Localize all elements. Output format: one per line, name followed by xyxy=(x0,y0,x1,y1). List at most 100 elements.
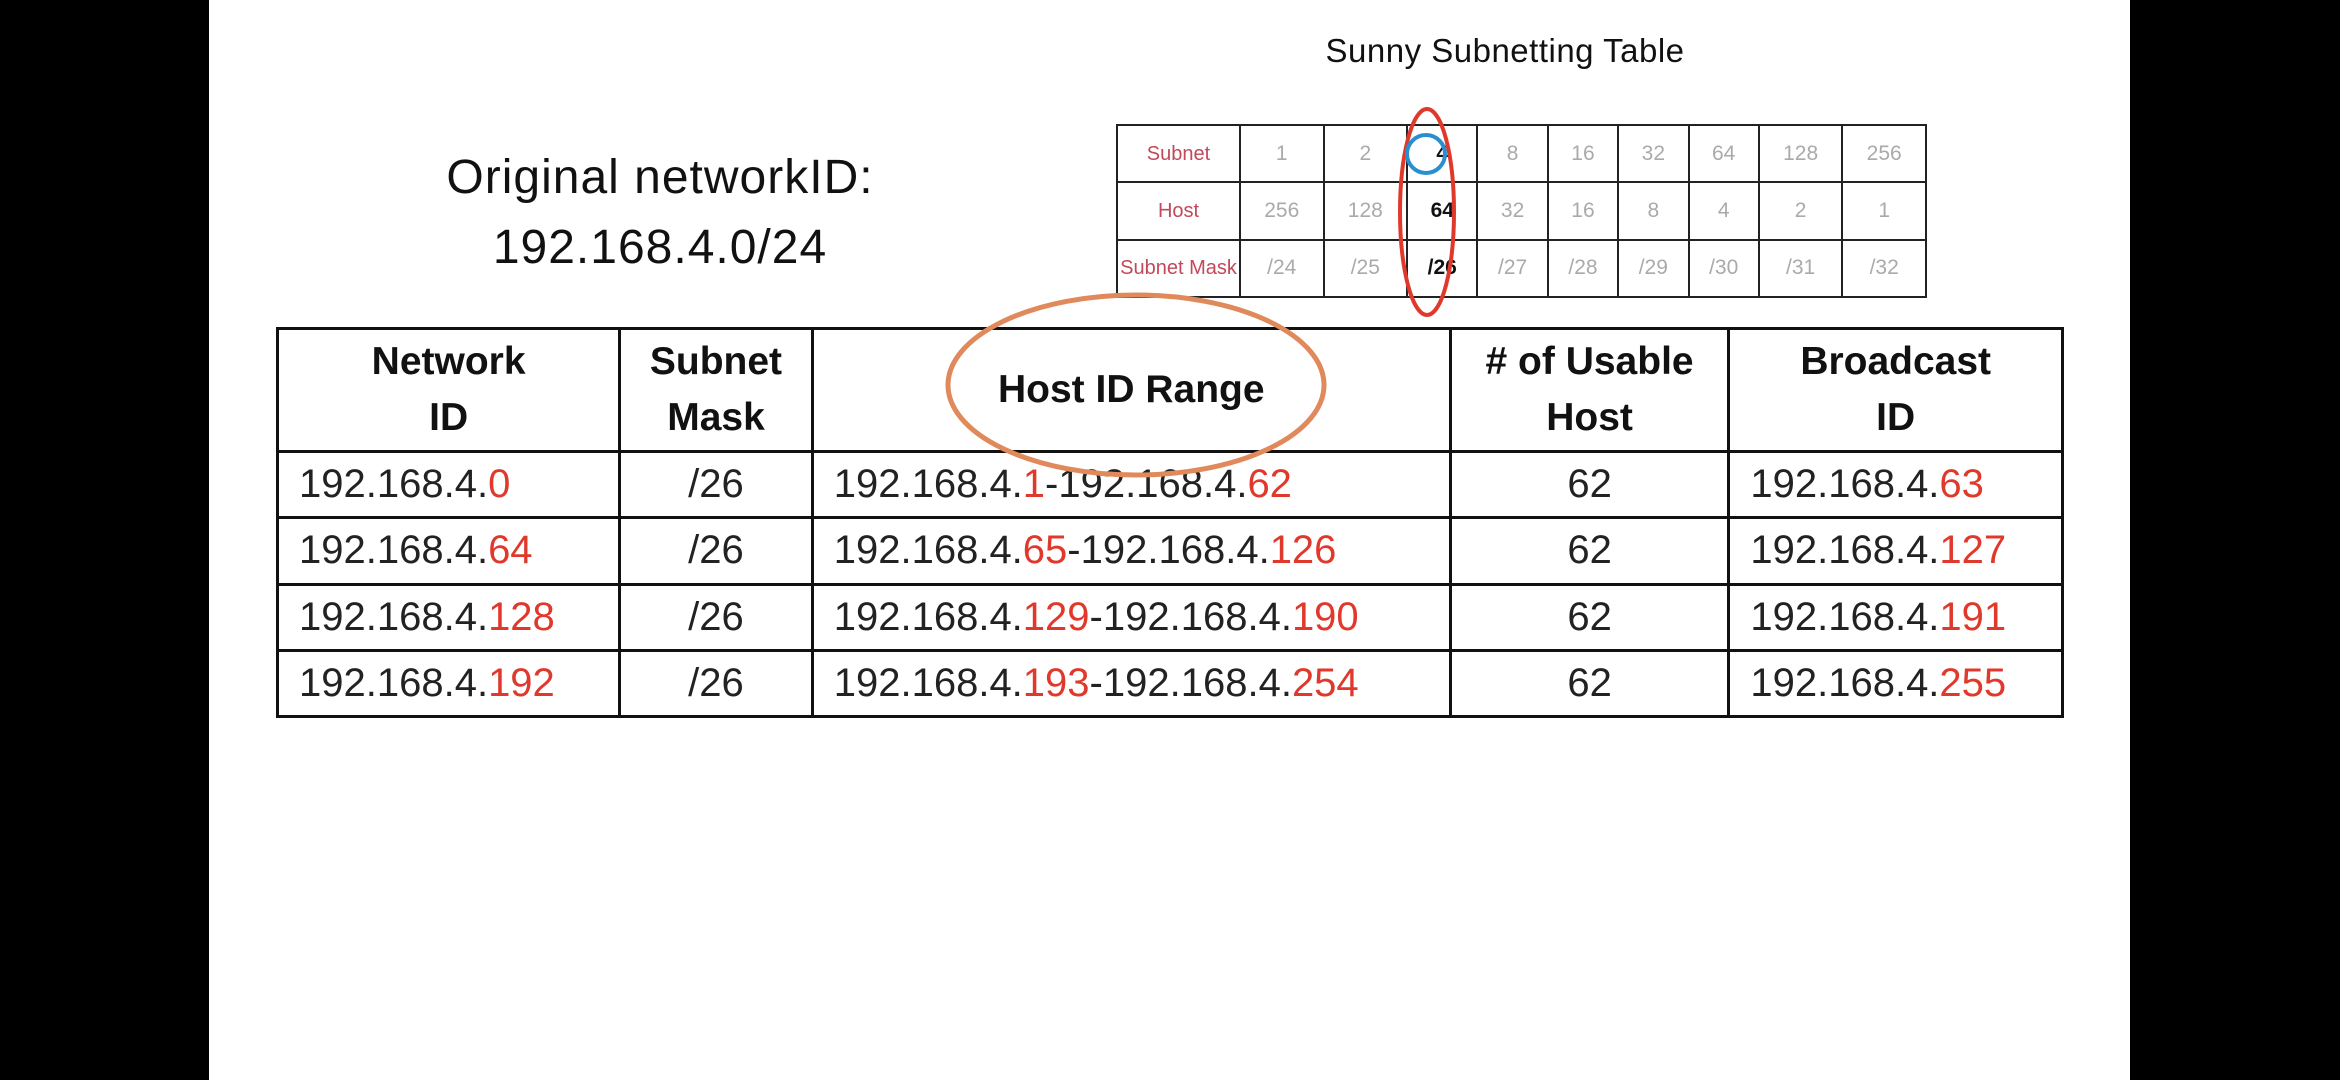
column-header-text: Broadcast xyxy=(1800,340,1992,383)
broadcast-part: 255 xyxy=(1939,660,2007,705)
broadcast-part: 63 xyxy=(1939,462,1984,507)
usable-hosts-cell: 62 xyxy=(1448,648,1731,719)
usable-hosts-cell: 62 xyxy=(1448,516,1731,586)
range-part: 193 xyxy=(1022,660,1090,705)
sunny-cell: 256 xyxy=(1239,181,1325,241)
broadcast-part: 192.168.4. xyxy=(1750,594,1940,639)
original-network-value: 192.168.4.0/24 xyxy=(492,221,828,274)
sunny-cell: 8 xyxy=(1617,181,1690,241)
usable-hosts-cell: 62 xyxy=(1448,449,1731,520)
sunny-cell: 32 xyxy=(1476,181,1549,241)
host-range-cell: 192.168.4.193-192.168.4.254 xyxy=(810,648,1452,719)
range-part: -192.168.4. xyxy=(1089,660,1292,705)
range-part: -192.168.4. xyxy=(1067,528,1270,573)
sunny-cell: 128 xyxy=(1322,181,1409,241)
range-part: 190 xyxy=(1291,594,1359,639)
range-part: 192.168.4. xyxy=(833,660,1023,705)
sunny-cell: 256 xyxy=(1841,123,1927,184)
sunny-table-title: Sunny Subnetting Table xyxy=(1325,32,1685,69)
subnet-mask-cell: /26 xyxy=(618,648,814,719)
broadcast-id-cell: 192.168.4.191 xyxy=(1727,582,2064,652)
range-part: 1 xyxy=(1022,462,1046,507)
broadcast-part: 192.168.4. xyxy=(1750,660,1940,705)
network-part: 192.168.4. xyxy=(299,594,489,639)
column-header-text: Network xyxy=(371,340,526,383)
host-range-cell: 192.168.4.129-192.168.4.190 xyxy=(810,582,1452,652)
network-id-cell: 192.168.4.192 xyxy=(275,648,622,719)
sunny-cell: 1 xyxy=(1239,123,1325,184)
network-id-cell: 192.168.4.128 xyxy=(275,582,622,652)
sunny-cell: 128 xyxy=(1757,123,1844,184)
sunny-cell: 32 xyxy=(1617,123,1690,184)
sunny-cell: 2 xyxy=(1322,123,1409,184)
network-part: 192 xyxy=(488,660,555,705)
network-part: 192.168.4. xyxy=(299,660,489,705)
network-part: 0 xyxy=(488,462,511,507)
sunny-cell: 8 xyxy=(1476,123,1549,184)
network-part: 64 xyxy=(488,528,533,573)
network-id-cell: 192.168.4.64 xyxy=(275,516,622,586)
subnet-mask-cell: /26 xyxy=(618,516,814,586)
sunny-cell: /31 xyxy=(1757,238,1844,299)
sunny-cell: /28 xyxy=(1546,238,1620,299)
range-part: 192.168.4. xyxy=(833,462,1023,507)
column-header-text: Host xyxy=(1546,396,1633,439)
host-range-cell: 192.168.4.1-192.168.4.62 xyxy=(810,449,1452,520)
column-header-text: Host ID Range xyxy=(998,368,1265,411)
usable-hosts-cell: 62 xyxy=(1448,582,1731,652)
sunny-row-label: Subnet xyxy=(1116,123,1241,184)
range-part: 62 xyxy=(1247,462,1292,507)
network-part: 192.168.4. xyxy=(299,528,489,573)
sunny-cell: /32 xyxy=(1841,238,1927,299)
sunny-cell: /26 xyxy=(1406,238,1479,299)
column-header: Host ID Range xyxy=(810,327,1452,453)
column-header-text: ID xyxy=(1876,396,1916,439)
subnet-mask-cell: /26 xyxy=(618,449,814,520)
sunny-cell: /25 xyxy=(1322,238,1409,299)
sunny-cell: /27 xyxy=(1476,238,1549,299)
sunny-row: Subnet Mask/24/25/26/27/28/29/30/31/32 xyxy=(1116,238,1927,299)
broadcast-part: 191 xyxy=(1939,594,2007,639)
range-part: 192.168.4. xyxy=(833,528,1023,573)
sunny-cell: /29 xyxy=(1617,238,1690,299)
range-part: 65 xyxy=(1022,528,1068,573)
range-part: -192.168.4. xyxy=(1045,462,1248,507)
range-part: 126 xyxy=(1269,528,1337,573)
sunny-cell: 2 xyxy=(1757,181,1844,241)
network-id-cell: 192.168.4.0 xyxy=(275,449,622,520)
host-range-cell: 192.168.4.65-192.168.4.126 xyxy=(810,516,1452,586)
sunny-cell: 64 xyxy=(1406,181,1479,241)
column-header-text: ID xyxy=(429,396,469,439)
sunny-cell: 4 xyxy=(1406,123,1479,184)
sunny-cell: /30 xyxy=(1687,238,1760,299)
range-part: 254 xyxy=(1291,660,1359,705)
network-part: 128 xyxy=(488,594,555,639)
sunny-row-label: Host xyxy=(1116,181,1241,241)
range-part: 129 xyxy=(1022,594,1090,639)
broadcast-id-cell: 192.168.4.63 xyxy=(1727,449,2064,520)
subnet-mask-cell: /26 xyxy=(618,582,814,652)
sunny-cell: 4 xyxy=(1687,181,1760,241)
column-header-text: # of Usable xyxy=(1485,340,1694,383)
network-part: 192.168.4. xyxy=(299,462,489,507)
broadcast-id-cell: 192.168.4.127 xyxy=(1727,516,2064,586)
sunny-cell: 1 xyxy=(1841,181,1927,241)
sunny-cell: 64 xyxy=(1687,123,1760,184)
broadcast-id-cell: 192.168.4.255 xyxy=(1727,648,2064,719)
sunny-cell: /24 xyxy=(1239,238,1325,299)
range-part: 192.168.4. xyxy=(833,594,1023,639)
column-header-text: Mask xyxy=(667,396,765,439)
column-header-text: Subnet xyxy=(649,340,783,383)
range-part: -192.168.4. xyxy=(1089,594,1292,639)
